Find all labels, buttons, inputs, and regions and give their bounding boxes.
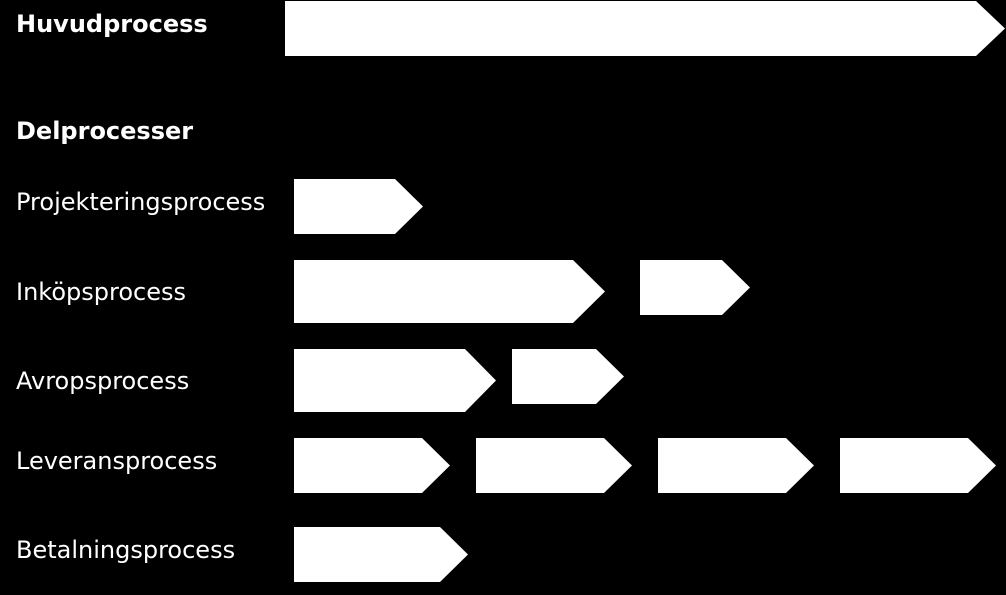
inkop-step-1-arrow [294, 260, 605, 323]
row-label-inkop: Inköpsprocess [16, 278, 186, 306]
avrop-step-1-arrow [294, 349, 496, 412]
main-process-heading: Huvudprocess [16, 10, 208, 38]
betalning-step-1-arrow [294, 527, 468, 582]
leverans-step-4-arrow [840, 438, 996, 493]
row-label-projektering: Projekteringsprocess [16, 188, 266, 216]
leverans-step-1-arrow [294, 438, 450, 493]
row-label-avrop: Avropsprocess [16, 367, 190, 395]
main-process-arrow [285, 1, 1005, 56]
row-label-betalning: Betalningsprocess [16, 536, 236, 564]
avrop-step-2-arrow [512, 349, 624, 404]
projektering-step-1-arrow [294, 179, 423, 234]
leverans-step-3-arrow [658, 438, 814, 493]
inkop-step-2-arrow [640, 260, 750, 315]
subprocesses-heading: Delprocesser [16, 117, 194, 145]
leverans-step-2-arrow [476, 438, 632, 493]
row-label-leverans: Leveransprocess [16, 447, 218, 475]
